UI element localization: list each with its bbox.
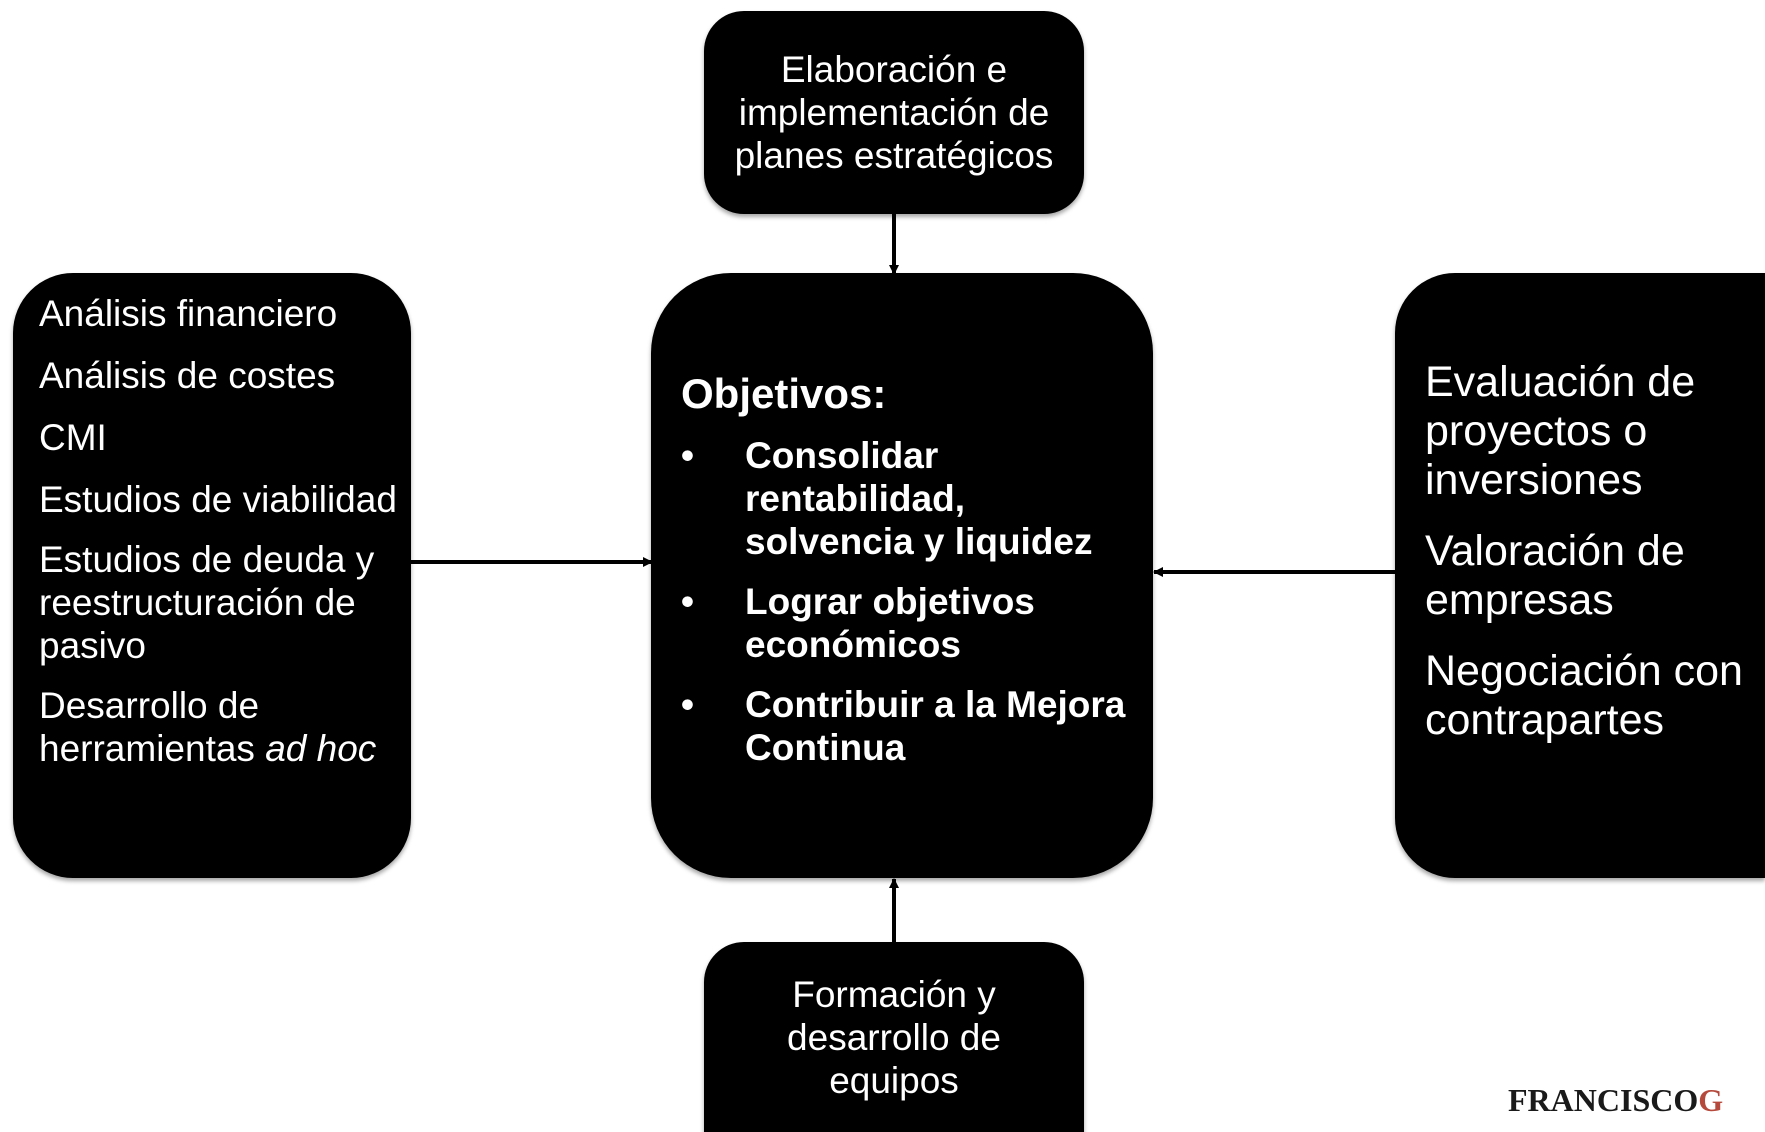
strategic-plans-box: Elaboración e implementación de planes e… <box>704 11 1084 214</box>
brand-logo: FRANCISCOG <box>1508 1082 1723 1119</box>
strategic-plans-label: Elaboración e implementación de planes e… <box>734 49 1054 176</box>
objective-item: • Contribuir a la Mejora Continua <box>681 683 1133 769</box>
logo-text: FRANCISCO <box>1508 1082 1699 1118</box>
valuation-services-list: Evaluación de proyectos o inversiones Va… <box>1425 358 1755 745</box>
analysis-services-list: Análisis financiero Análisis de costes C… <box>39 292 403 770</box>
bullet-icon: • <box>681 435 694 476</box>
logo-text-tail: G <box>1698 1082 1724 1118</box>
bullet-icon: • <box>681 581 694 622</box>
list-item: Negociación con contrapartes <box>1425 647 1743 744</box>
list-item: Desarrollo de herramientas ad hoc <box>39 684 403 770</box>
list-item-italic: ad hoc <box>265 728 377 769</box>
bullet-icon: • <box>681 684 694 725</box>
team-development-label: Formación y desarrollo de equipos <box>787 974 1001 1101</box>
objective-text: Lograr objetivos económicos <box>745 581 1035 665</box>
list-item: Análisis financiero <box>39 293 338 334</box>
objectives-list: • Consolidar rentabilidad, solvencia y l… <box>681 434 1133 769</box>
objectives-title: Objetivos: <box>681 370 887 417</box>
objective-item: • Consolidar rentabilidad, solvencia y l… <box>681 434 1133 563</box>
objective-text: Consolidar rentabilidad, solvencia y liq… <box>745 435 1093 562</box>
team-development-box: Formación y desarrollo de equipos <box>704 942 1084 1132</box>
analysis-services-box: Análisis financiero Análisis de costes C… <box>13 273 411 878</box>
list-item: Evaluación de proyectos o inversiones <box>1425 358 1696 504</box>
list-item-text: Desarrollo de herramientas <box>39 685 260 769</box>
list-item: Análisis de costes <box>39 355 336 396</box>
objective-item: • Lograr objetivos económicos <box>681 580 1133 666</box>
list-item: Valoración de empresas <box>1425 527 1685 624</box>
objective-text: Contribuir a la Mejora Continua <box>745 684 1126 768</box>
list-item: CMI <box>39 417 107 458</box>
list-item: Estudios de deuda y reestructuración de … <box>39 539 375 666</box>
list-item: Estudios de viabilidad <box>39 479 397 520</box>
objectives-box: Objetivos: • Consolidar rentabilidad, so… <box>651 273 1153 878</box>
valuation-services-box: Evaluación de proyectos o inversiones Va… <box>1395 273 1765 878</box>
